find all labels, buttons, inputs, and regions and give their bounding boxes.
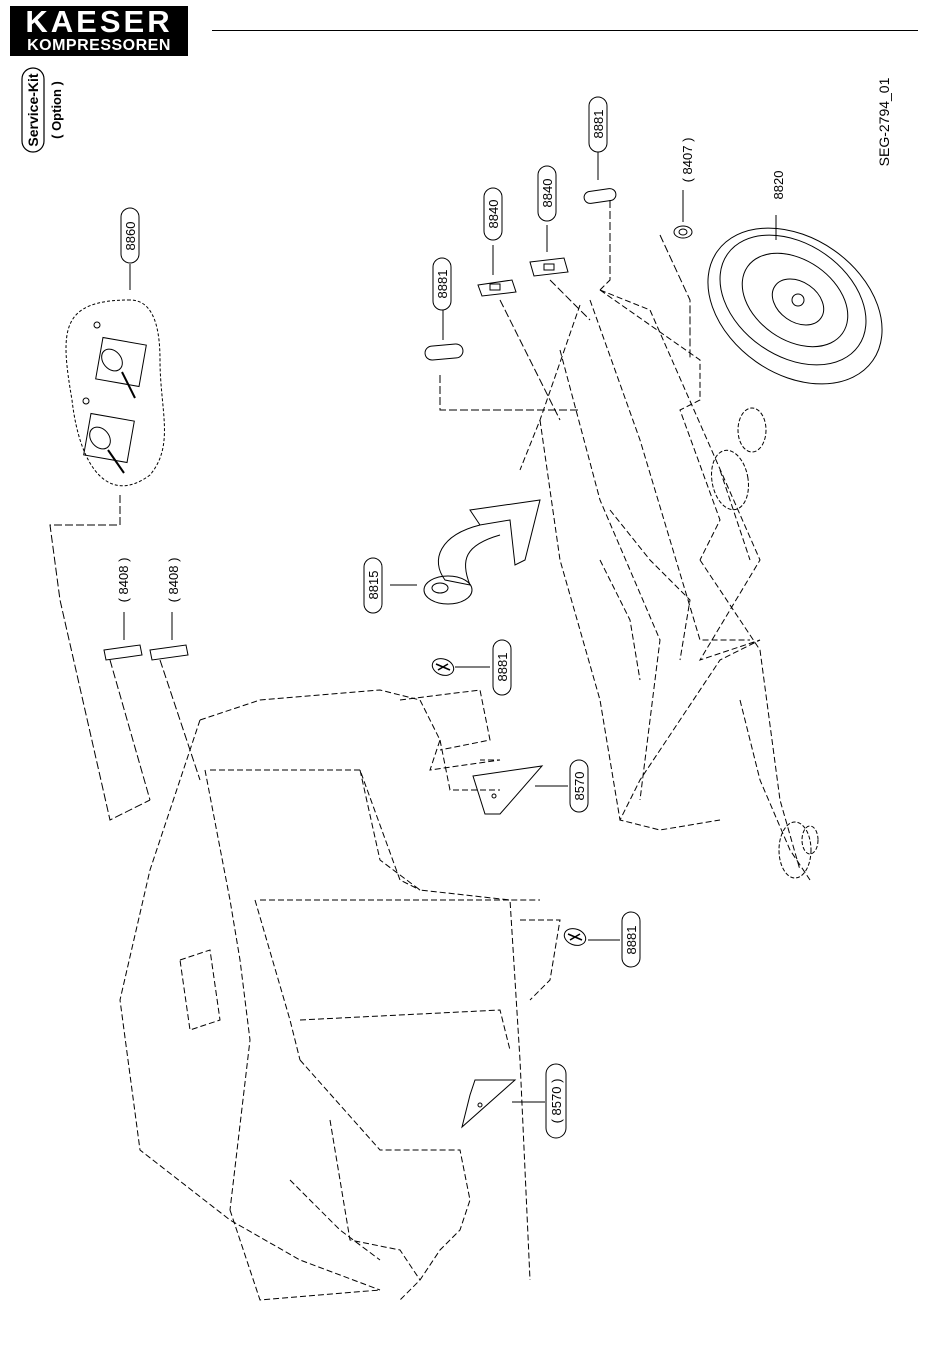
drawing-id: SEG-2794_01 — [876, 77, 892, 166]
service-kit-title: Service-Kit — [25, 73, 41, 146]
svg-text:8881: 8881 — [435, 270, 450, 299]
trailer-chassis — [520, 290, 810, 880]
wheel-8820 — [678, 196, 912, 416]
svg-text:8881: 8881 — [591, 110, 606, 139]
bracket-8408-b — [150, 612, 188, 660]
callout-8820: 8820 — [771, 171, 786, 200]
svg-text:8570: 8570 — [572, 772, 587, 801]
lamp-kit-leader — [50, 495, 150, 820]
callout-8881-b: 8881 — [589, 97, 607, 152]
wheel-nut-8407 — [674, 190, 692, 238]
callout-8840-b: 8840 — [538, 166, 556, 221]
svg-text:( 8408 ): ( 8408 ) — [116, 558, 131, 603]
service-kit-label: Service-Kit ( Option ) — [22, 68, 64, 152]
callout-8840-a: 8840 — [484, 188, 502, 240]
svg-text:8815: 8815 — [366, 571, 381, 600]
callout-8881-a: 8881 — [433, 258, 451, 310]
callout-8570-b: ( 8570 ) — [546, 1064, 566, 1138]
callout-8407: ( 8407 ) — [680, 138, 695, 183]
callouts: 8860 8881 8840 8840 8881 ( 8407 ) — [116, 97, 786, 1138]
svg-text:( 8408 ): ( 8408 ) — [166, 558, 181, 603]
plate-8570-a — [473, 766, 568, 814]
svg-text:8881: 8881 — [624, 926, 639, 955]
svg-text:8881: 8881 — [495, 653, 510, 682]
svg-text:( 8570 ): ( 8570 ) — [549, 1079, 564, 1124]
plate-8570-b — [462, 1080, 545, 1127]
compressor-canopy — [120, 690, 560, 1300]
svg-text:8840: 8840 — [540, 179, 555, 208]
reflector-8881-d — [562, 926, 620, 949]
reflector-8881-b — [583, 152, 616, 204]
leader-lines-top — [440, 200, 690, 420]
reflector-8840-b — [530, 225, 568, 276]
jockey-bracket-8815 — [390, 500, 540, 604]
bracket-8408-a — [104, 612, 142, 660]
callout-8815: 8815 — [364, 558, 382, 613]
callout-8881-c: 8881 — [493, 640, 511, 695]
reflector-8840-a — [478, 245, 516, 296]
svg-text:( 8407 ): ( 8407 ) — [680, 138, 695, 183]
svg-text:8860: 8860 — [123, 222, 138, 251]
service-kit-subtitle: ( Option ) — [49, 81, 64, 139]
callout-8860: 8860 — [121, 208, 139, 263]
reflector-8881-a — [424, 310, 463, 361]
callout-8881-d: 8881 — [622, 912, 640, 967]
callout-8408-a: ( 8408 ) — [116, 558, 131, 603]
svg-text:8820: 8820 — [771, 171, 786, 200]
callout-8408-b: ( 8408 ) — [166, 558, 181, 603]
reflector-8881-c — [430, 656, 490, 679]
callout-8570-a: 8570 — [570, 760, 588, 812]
hitch-assembly — [779, 822, 818, 878]
lamp-kit-8860 — [66, 264, 164, 486]
svg-text:8840: 8840 — [486, 200, 501, 229]
